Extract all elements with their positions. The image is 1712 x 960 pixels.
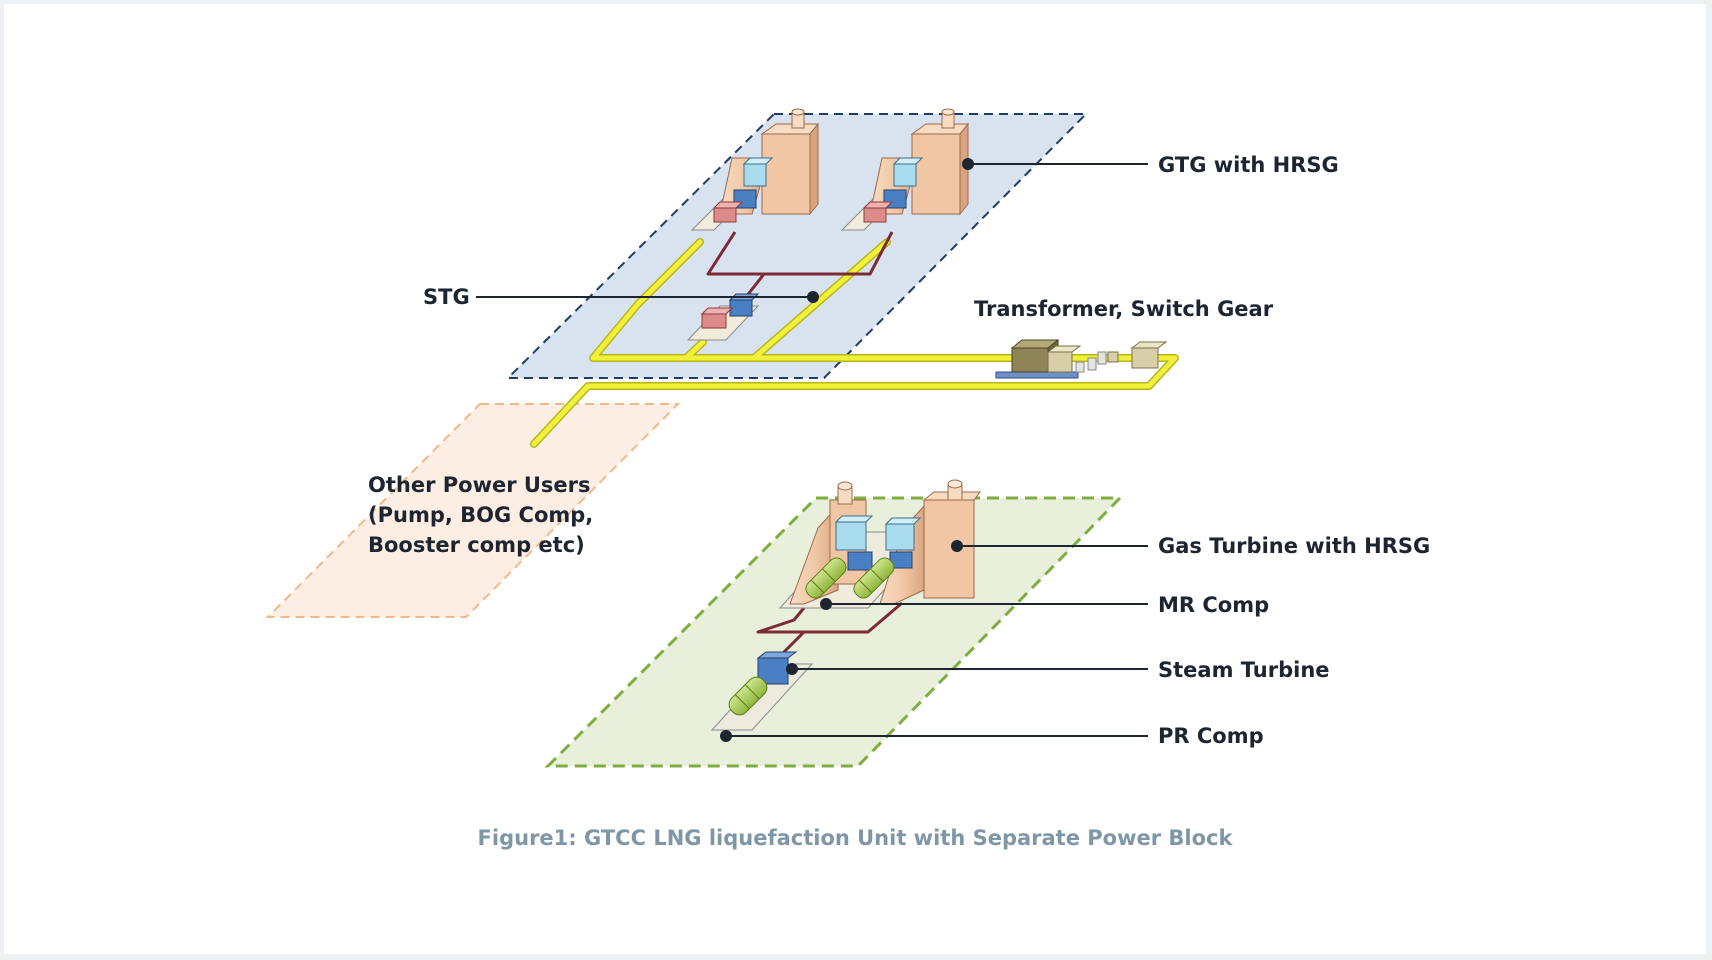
gtg-unit-left — [690, 108, 820, 231]
other-users-plane — [265, 403, 681, 618]
label-other-power-users-line1: Other Power Users — [368, 473, 591, 497]
label-stg: STG — [423, 285, 470, 309]
stg-unit — [686, 293, 760, 341]
label-other-power-users-line2: (Pump, BOG Comp, — [368, 503, 593, 527]
figure-caption: Figure1: GTCC LNG liquefaction Unit with… — [478, 826, 1234, 850]
label-other-power-users: Other Power Users (Pump, BOG Comp, Boost… — [368, 473, 601, 557]
transformer-switchgear — [995, 338, 1168, 379]
gtg-unit-right — [840, 108, 970, 231]
mr-compressor — [805, 557, 895, 599]
label-gas-turbine-with-hrsg: Gas Turbine with HRSG — [1158, 534, 1430, 558]
label-gtg-with-hrsg: GTG with HRSG — [1158, 153, 1339, 177]
label-pr-comp: PR Comp — [1158, 724, 1264, 748]
label-mr-comp: MR Comp — [1158, 593, 1269, 617]
gas-turbine-hrsg — [778, 479, 981, 609]
label-transformer-switch-gear: Transformer, Switch Gear — [974, 297, 1274, 321]
label-other-power-users-line3: Booster comp etc) — [368, 533, 585, 557]
power-cable — [530, 238, 1179, 448]
steam-turbine-train — [710, 651, 814, 731]
leader-lines — [476, 158, 1148, 742]
label-steam-turbine: Steam Turbine — [1158, 658, 1330, 682]
